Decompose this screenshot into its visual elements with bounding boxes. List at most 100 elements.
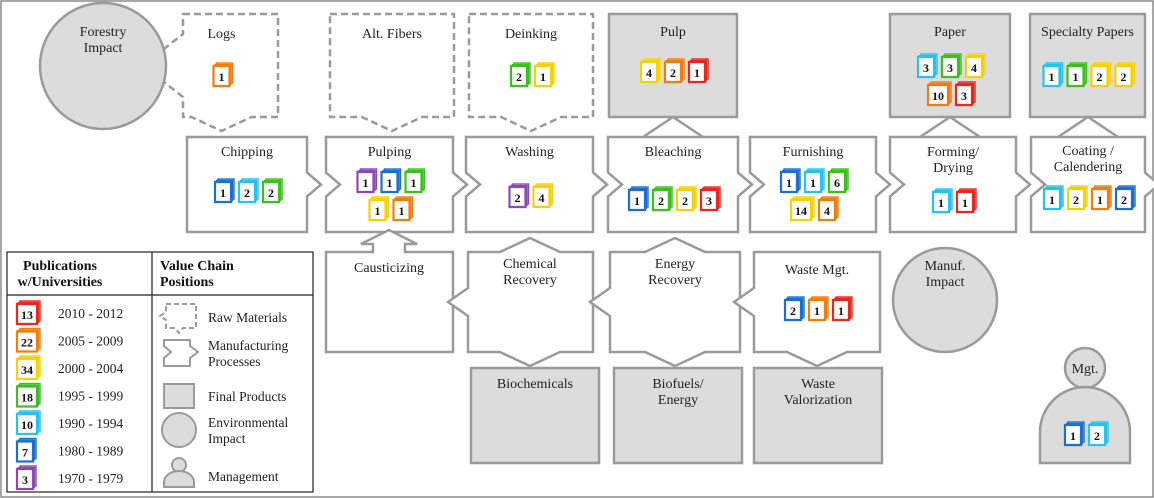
paper-label: Paper xyxy=(934,25,966,40)
paper-connector xyxy=(916,115,984,141)
publication-badge: 2 xyxy=(675,186,697,212)
specialty-connector xyxy=(1054,115,1122,141)
publication-badge: 1 xyxy=(212,62,234,88)
pulp-label: Pulp xyxy=(660,25,686,40)
publication-badge: 1 xyxy=(1066,62,1088,88)
svg-text:3: 3 xyxy=(961,89,967,103)
publication-badge: 1 xyxy=(404,168,426,194)
svg-text:2: 2 xyxy=(670,66,676,80)
legend-period-label: 1990 - 1994 xyxy=(58,416,123,431)
svg-text:1: 1 xyxy=(1070,429,1076,443)
svg-text:2: 2 xyxy=(1097,70,1103,84)
svg-text:1: 1 xyxy=(363,176,369,190)
legend-raw-materials-icon xyxy=(158,303,197,335)
svg-text:1: 1 xyxy=(1049,193,1055,207)
svg-text:14: 14 xyxy=(795,204,807,218)
svg-text:1: 1 xyxy=(810,176,816,190)
publication-badge: 2 xyxy=(261,178,283,204)
svg-text:1: 1 xyxy=(411,176,417,190)
legend-badge-green: 18 xyxy=(15,382,41,408)
legend-badge-yellow: 34 xyxy=(15,355,41,381)
raw-material-alt_fibers: Alt. Fibers xyxy=(328,12,456,133)
svg-text:18: 18 xyxy=(21,391,33,405)
publication-badge: 1 xyxy=(931,188,953,214)
publication-badge: 1 xyxy=(356,168,378,194)
publication-badge: 4 xyxy=(964,53,986,79)
publication-badge: 1 xyxy=(392,196,414,222)
process-forming_drying: Forming/Drying 1 1 xyxy=(888,135,1032,234)
legend-period-label: 1995 - 1999 xyxy=(58,389,123,404)
svg-text:1: 1 xyxy=(387,176,393,190)
publication-badge: 3 xyxy=(699,186,721,212)
svg-text:4: 4 xyxy=(824,204,830,218)
legend-final-products-label: Final Products xyxy=(208,389,286,404)
publication-badge: 1 xyxy=(627,186,649,212)
publication-badge: 2 xyxy=(1066,185,1088,211)
svg-text:1: 1 xyxy=(399,204,405,218)
svg-text:6: 6 xyxy=(834,176,840,190)
svg-text:1: 1 xyxy=(634,194,640,208)
publication-badge: 2 xyxy=(508,183,530,209)
legend-manufacturing-icon xyxy=(163,339,200,367)
publication-badge: 4 xyxy=(639,58,661,84)
publication-badge: 1 xyxy=(687,58,709,84)
svg-text:2: 2 xyxy=(244,186,250,200)
publication-badge: 4 xyxy=(817,196,839,222)
publication-badge: 1 xyxy=(533,62,555,88)
legend-raw-materials-label: Raw Materials xyxy=(208,310,287,325)
svg-text:2: 2 xyxy=(658,194,664,208)
biochemicals-label: Biochemicals xyxy=(497,377,573,392)
svg-text:1: 1 xyxy=(1049,70,1055,84)
svg-text:1: 1 xyxy=(540,70,546,84)
svg-text:10: 10 xyxy=(932,89,944,103)
svg-text:7: 7 xyxy=(22,446,28,460)
svg-text:13: 13 xyxy=(21,308,33,322)
svg-text:2: 2 xyxy=(516,70,522,84)
publication-badge: 1 xyxy=(955,188,977,214)
svg-text:1: 1 xyxy=(694,66,700,80)
svg-text:2: 2 xyxy=(1121,70,1127,84)
impact-manuf_impact: Manuf.Impact xyxy=(891,246,999,354)
svg-text:2: 2 xyxy=(515,191,521,205)
legend-period-label: 2010 - 2012 xyxy=(58,306,123,321)
svg-text:1: 1 xyxy=(962,196,968,210)
publication-badge: 10 xyxy=(926,81,952,107)
publication-badge: 1 xyxy=(803,168,825,194)
legend-badge-orange: 22 xyxy=(15,327,41,353)
publication-badge: 2 xyxy=(509,62,531,88)
svg-text:1: 1 xyxy=(938,196,944,210)
process-causticizing: Causticizing xyxy=(324,228,455,354)
svg-text:1: 1 xyxy=(814,304,820,318)
svg-text:2: 2 xyxy=(268,186,274,200)
chipping-label: Chipping xyxy=(221,145,273,160)
final-product-biofuels: Biofuels/Energy xyxy=(612,366,744,465)
svg-text:4: 4 xyxy=(539,191,545,205)
svg-text:4: 4 xyxy=(971,61,977,75)
publication-badge: 1 xyxy=(1042,185,1064,211)
forming_drying-label: Forming/Drying xyxy=(927,145,979,176)
legend-frame xyxy=(6,251,314,493)
legend-management-label: Management xyxy=(208,469,279,484)
legend-period-label: 2000 - 2004 xyxy=(58,361,123,376)
svg-text:2: 2 xyxy=(682,194,688,208)
publication-badge: 4 xyxy=(532,183,554,209)
svg-text:2: 2 xyxy=(1121,193,1127,207)
specialty_papers-label: Specialty Papers xyxy=(1041,25,1134,40)
pulping-label: Pulping xyxy=(368,145,412,160)
svg-text:1: 1 xyxy=(219,70,225,84)
publication-badge: 2 xyxy=(1087,421,1109,447)
publication-badge: 1 xyxy=(1090,185,1112,211)
